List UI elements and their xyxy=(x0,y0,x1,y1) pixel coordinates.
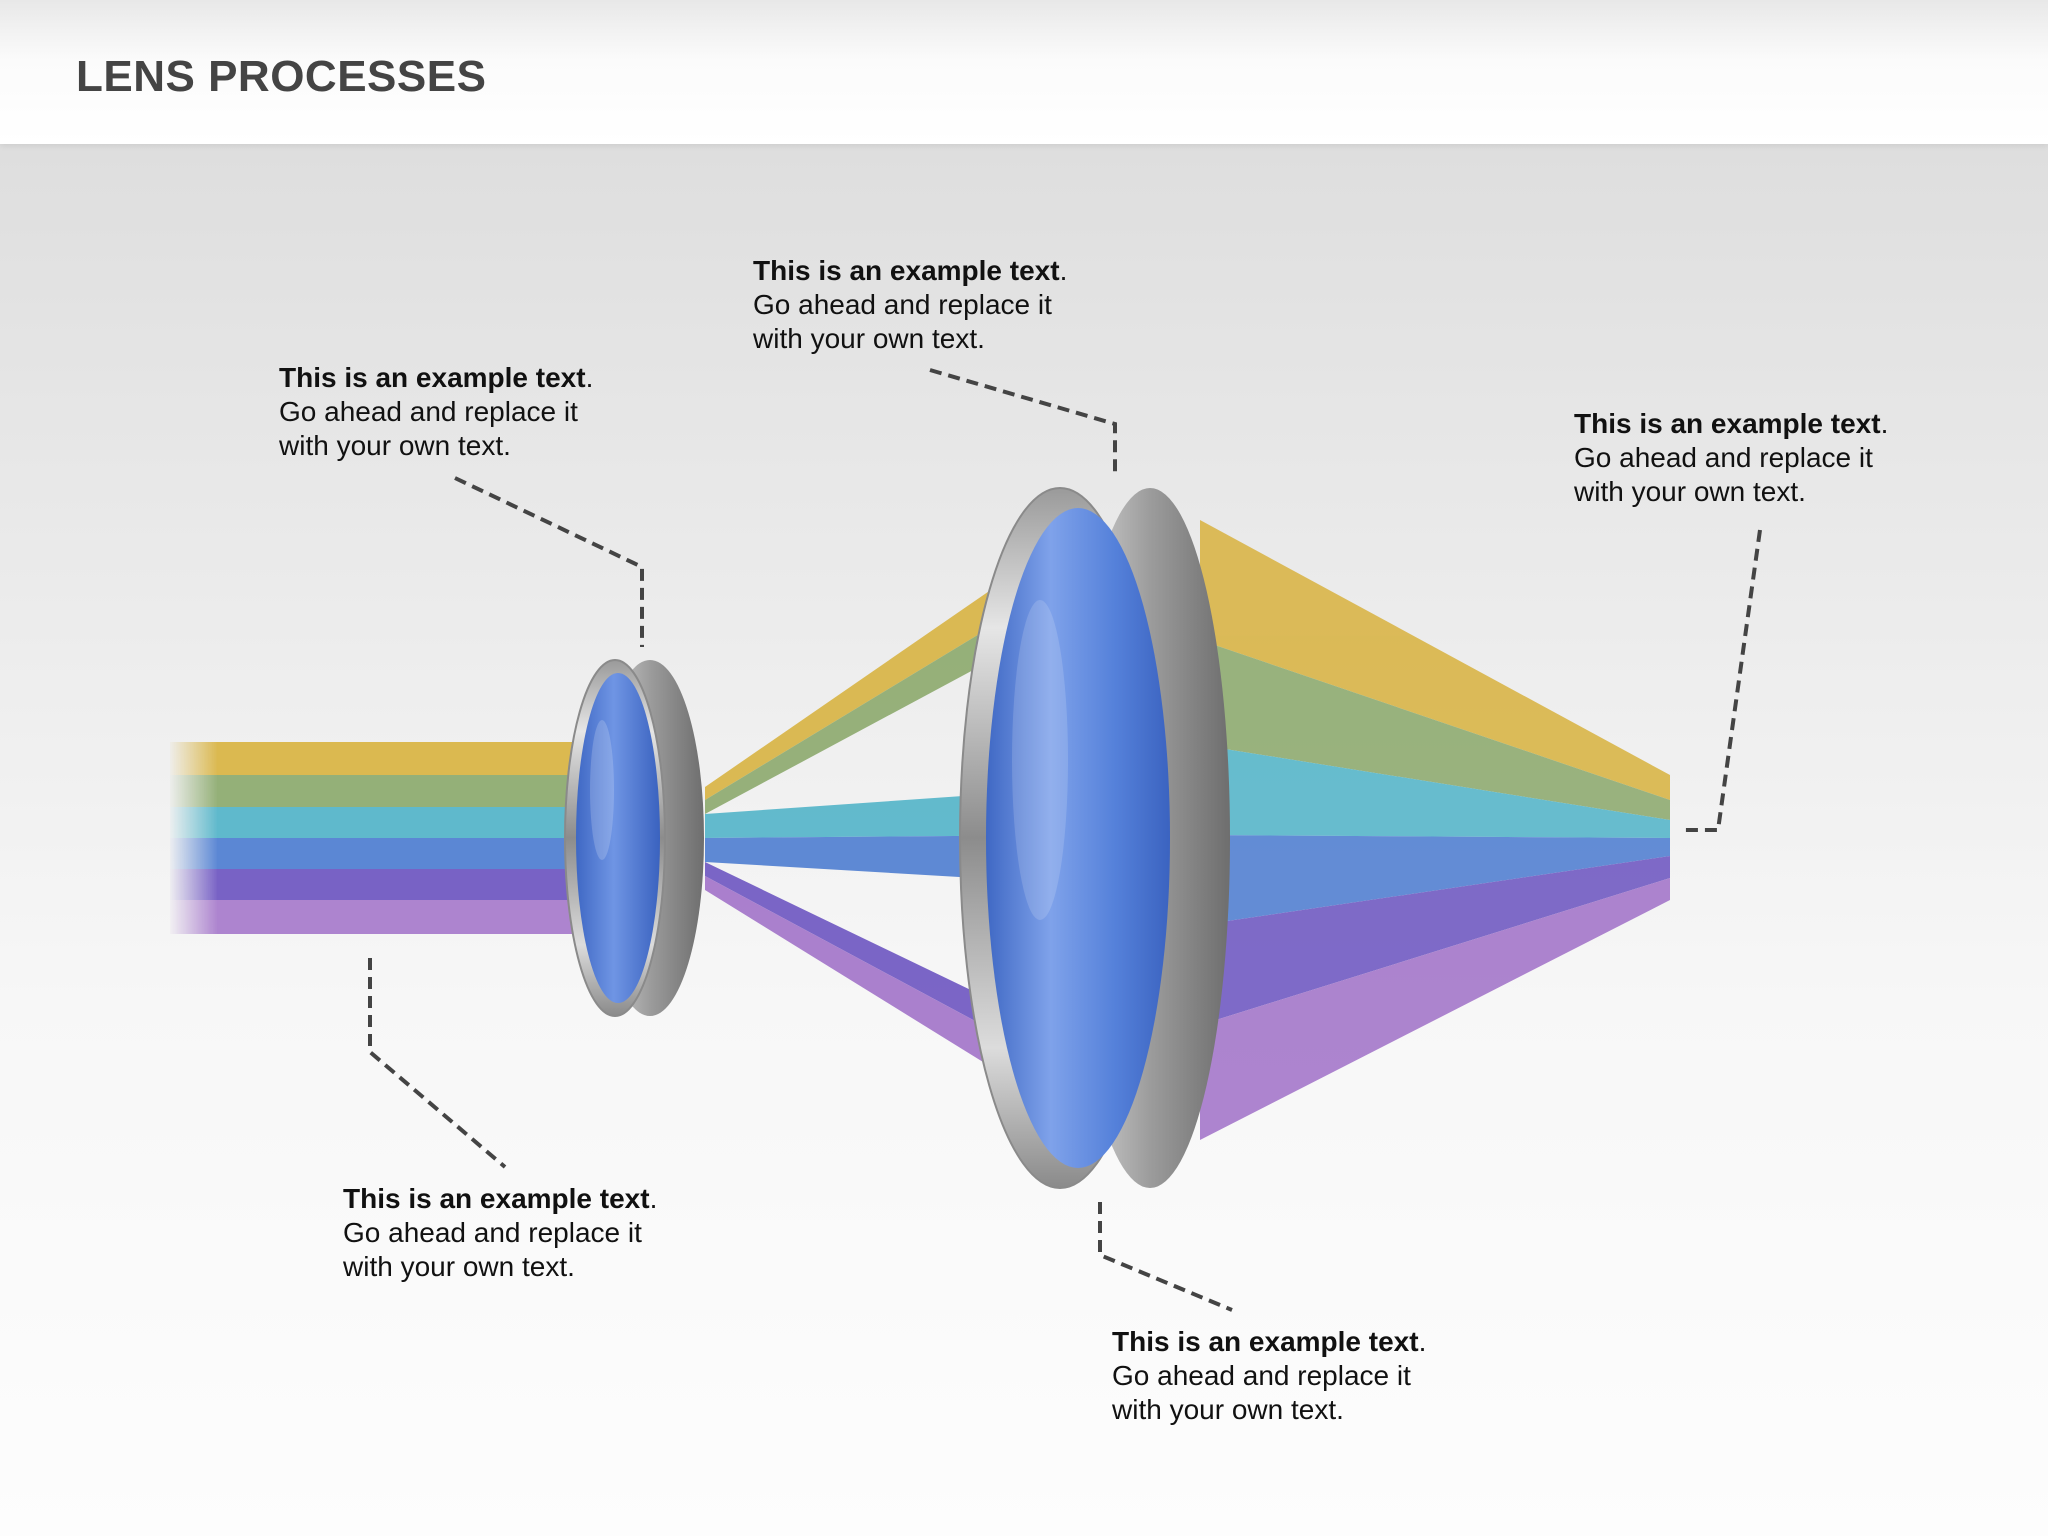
out-ray-cyan xyxy=(1200,745,1670,838)
callout-heading: This is an example text xyxy=(279,362,586,393)
callout-line: Go ahead and replace it xyxy=(279,396,578,427)
large-lens-glass xyxy=(986,508,1170,1168)
band-green xyxy=(170,775,590,807)
callout-line: with your own text. xyxy=(343,1251,575,1282)
page-title: LENS PROCESSES xyxy=(76,52,487,101)
band-cyan xyxy=(170,807,590,838)
band-indigo xyxy=(170,869,590,900)
out-ray-blue xyxy=(1200,835,1670,925)
callout-line: Go ahead and replace it xyxy=(1574,442,1873,473)
callout-heading: This is an example text xyxy=(1112,1326,1419,1357)
band-blue xyxy=(170,838,590,869)
callout-line: with your own text. xyxy=(279,430,511,461)
callout-line: Go ahead and replace it xyxy=(753,289,1052,320)
callout-period: . xyxy=(1418,1326,1427,1357)
callout-line: with your own text. xyxy=(753,323,985,354)
callout-heading: This is an example text xyxy=(343,1183,650,1214)
band-violet xyxy=(170,900,590,934)
leader-line-top-right xyxy=(1680,529,1762,832)
incoming-light-beam xyxy=(170,742,590,934)
outgoing-light-rays xyxy=(1200,520,1670,1140)
out-ray-indigo xyxy=(1200,856,1670,1025)
leader-line-bottom-center xyxy=(1098,1202,1233,1312)
callout-top-right: This is an example text. Go ahead and re… xyxy=(1574,407,1888,509)
leader-line-bottom-left xyxy=(368,958,507,1169)
callout-top-center: This is an example text. Go ahead and re… xyxy=(753,254,1067,356)
band-yellow xyxy=(170,742,590,775)
callout-line: Go ahead and replace it xyxy=(1112,1360,1411,1391)
callout-bottom-center: This is an example text. Go ahead and re… xyxy=(1112,1325,1426,1427)
out-ray-violet xyxy=(1200,878,1670,1140)
small-lens xyxy=(564,659,704,1017)
callout-line: Go ahead and replace it xyxy=(343,1217,642,1248)
out-ray-yellow xyxy=(1200,520,1670,800)
header-bar: LENS PROCESSES xyxy=(0,0,2048,144)
small-lens-glass xyxy=(576,673,660,1003)
callout-heading: This is an example text xyxy=(1574,408,1881,439)
callout-top-left: This is an example text. Go ahead and re… xyxy=(279,361,593,463)
callout-period: . xyxy=(1880,408,1889,439)
callout-period: . xyxy=(1059,255,1068,286)
leader-line-top-left xyxy=(454,476,644,647)
callout-bottom-left: This is an example text. Go ahead and re… xyxy=(343,1182,657,1284)
callout-period: . xyxy=(649,1183,658,1214)
callout-line: with your own text. xyxy=(1574,476,1806,507)
callout-line: with your own text. xyxy=(1112,1394,1344,1425)
callout-heading: This is an example text xyxy=(753,255,1060,286)
leader-line-top-center xyxy=(929,368,1117,475)
large-lens xyxy=(959,487,1230,1189)
callout-period: . xyxy=(585,362,594,393)
out-ray-green xyxy=(1200,640,1670,820)
leader-lines xyxy=(368,368,1762,1312)
